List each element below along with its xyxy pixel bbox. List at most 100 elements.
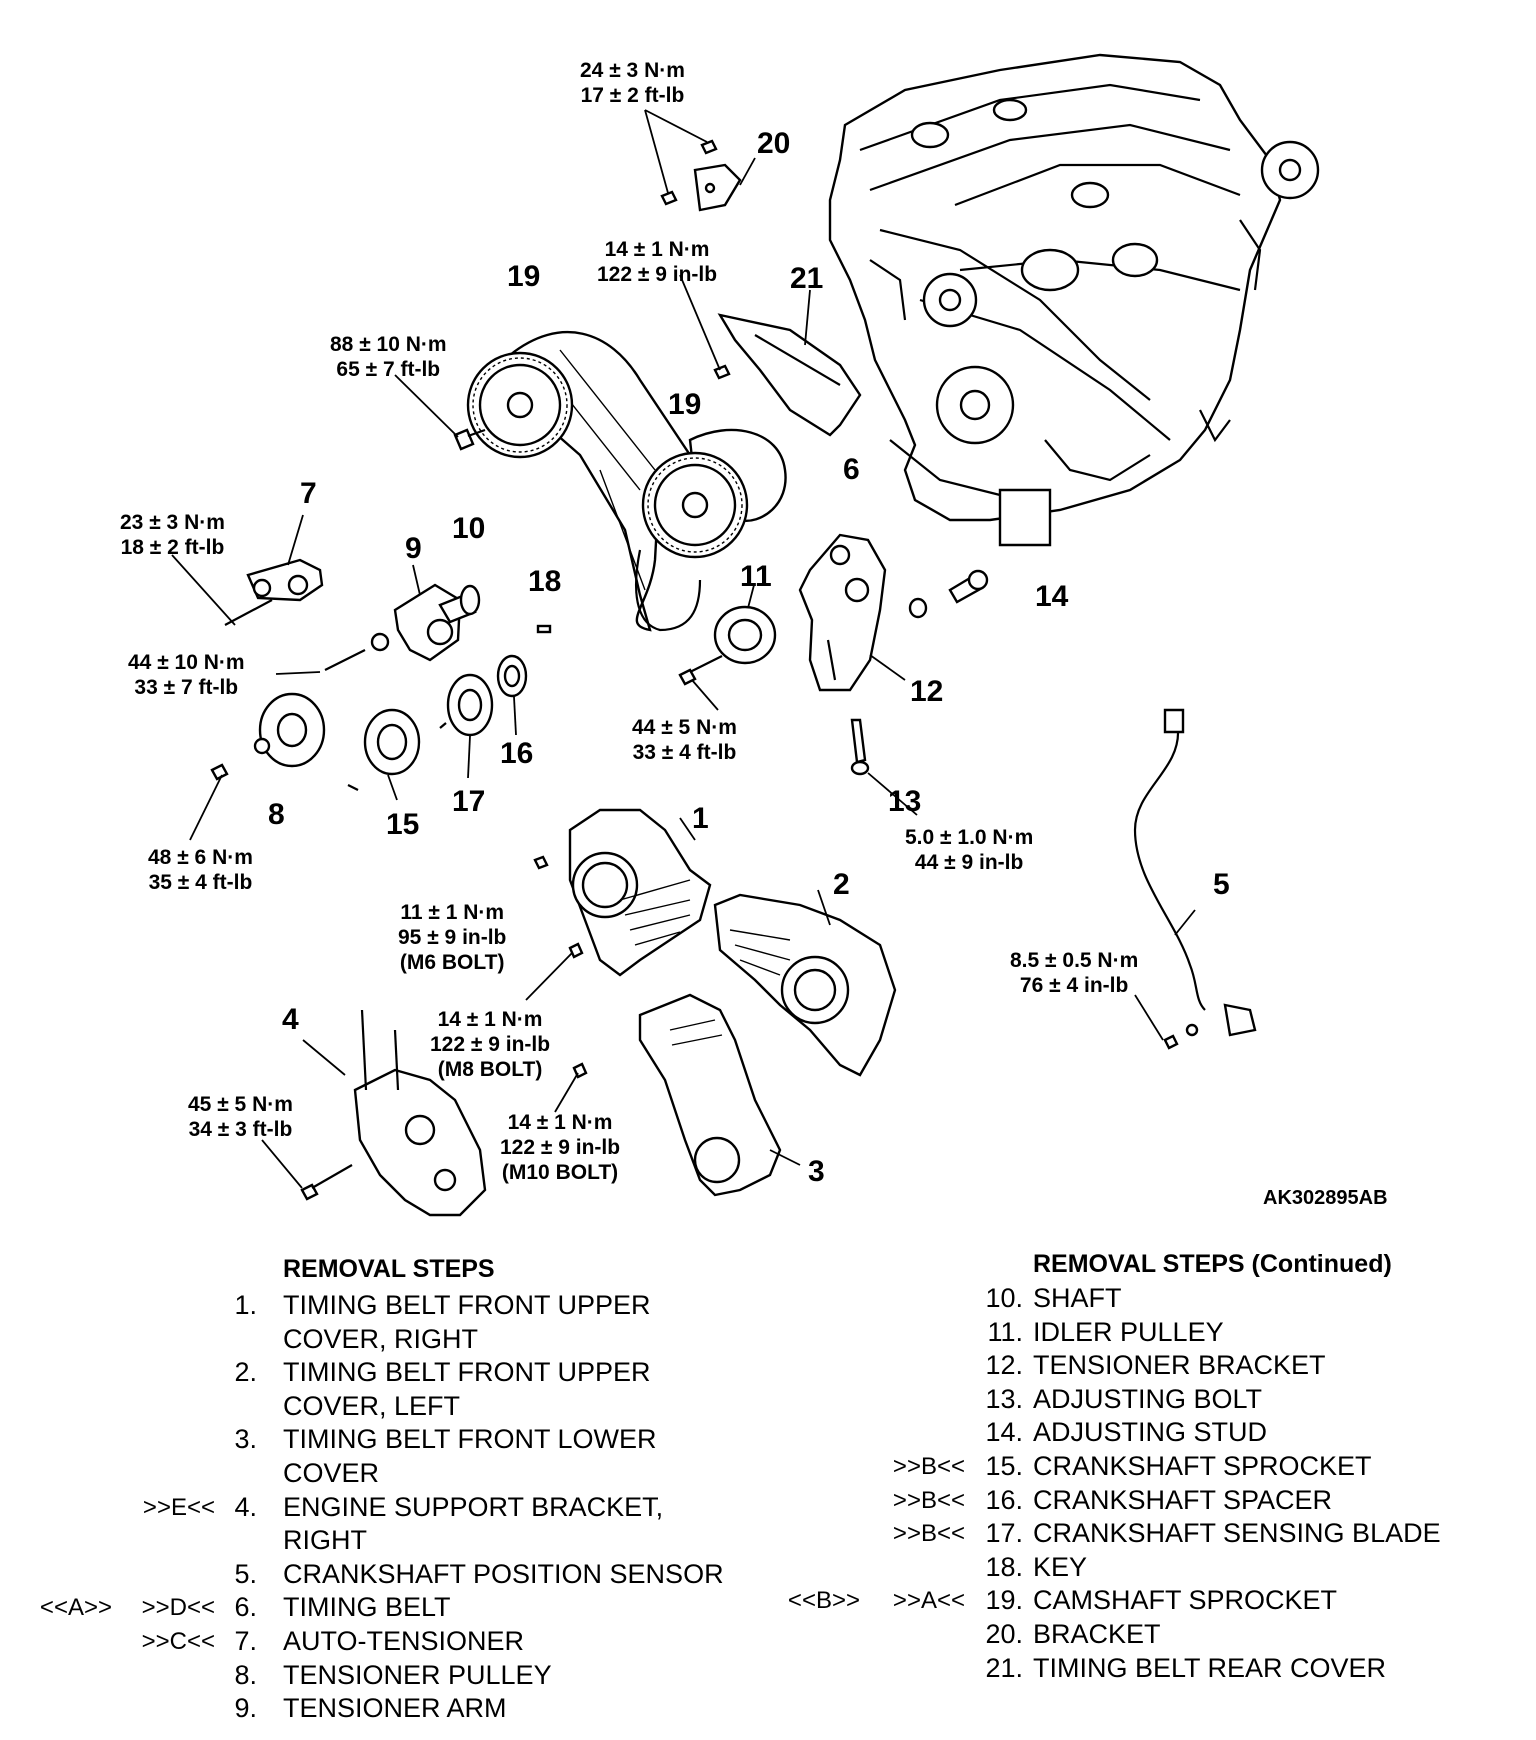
step-text: COVER xyxy=(283,1457,380,1488)
step-number: 20. xyxy=(985,1618,1023,1649)
step-text: COVER, RIGHT xyxy=(283,1323,479,1354)
engine-block xyxy=(828,53,1320,547)
step-text: TENSIONER PULLEY xyxy=(283,1659,552,1690)
figure-code: AK302895AB xyxy=(1263,1187,1388,1209)
step-row: 5.CRANKSHAFT POSITION SENSOR xyxy=(0,1558,760,1592)
step-marker-b: >>A<< xyxy=(892,1587,965,1615)
callout-4: 4 xyxy=(282,1003,299,1036)
callout-6: 6 xyxy=(843,453,860,486)
callout-1: 1 xyxy=(692,802,709,835)
step-number: 16. xyxy=(985,1484,1023,1515)
step-number: 17. xyxy=(985,1518,1023,1549)
step-row: >>B<<15.CRANKSHAFT SPROCKET xyxy=(760,1450,1536,1484)
step-number: 13. xyxy=(985,1383,1023,1414)
step-number: 14. xyxy=(985,1417,1023,1448)
crankshaft-sensing-blade xyxy=(439,673,494,779)
step-text: CAMSHAFT SPROCKET xyxy=(1033,1585,1338,1616)
step-row: >>B<< 17. CRANKSHAFT SENSING BLADE xyxy=(760,1517,1536,1551)
step-number: 10. xyxy=(985,1283,1023,1313)
camshaft-sprocket-left xyxy=(466,351,574,459)
step-text: AUTO-TENSIONER xyxy=(283,1625,525,1656)
step-number: 21. xyxy=(985,1652,1023,1683)
step-number: 11. xyxy=(987,1316,1023,1347)
step-row: 1. TIMING BELT FRONT UPPER xyxy=(0,1289,760,1323)
step-row: 14. ADJUSTING STUD xyxy=(760,1416,1536,1450)
idler-pulley xyxy=(678,584,777,686)
step-row: 8.TENSIONER PULLEY xyxy=(0,1659,760,1693)
tensioner-arm-bolt xyxy=(275,671,321,675)
step-number: 9. xyxy=(234,1693,257,1724)
callout-7: 7 xyxy=(300,477,317,510)
callout-5: 5 xyxy=(1213,868,1230,901)
step-number: 1. xyxy=(234,1290,257,1320)
step-marker-b: >>B<< xyxy=(892,1452,965,1480)
step-text: TENSIONER ARM xyxy=(283,1693,507,1724)
step-number: 6. xyxy=(234,1592,257,1623)
step-text: KEY xyxy=(1033,1551,1088,1582)
callout-14: 14 xyxy=(1035,580,1069,613)
step-text: TIMING BELT FRONT UPPER xyxy=(283,1357,651,1388)
step-row: 11. IDLER PULLEY xyxy=(760,1316,1536,1350)
step-row: RIGHT xyxy=(0,1524,760,1558)
key xyxy=(536,624,552,634)
tensioner-bracket xyxy=(798,533,906,692)
step-text: ENGINE SUPPORT BRACKET, xyxy=(283,1491,664,1522)
front-lower-cover xyxy=(554,993,801,1197)
step-row: <<B>> >>A<< 19. CAMSHAFT SPROCKET xyxy=(760,1584,1536,1618)
auto-tensioner xyxy=(171,514,324,626)
step-row: 13.ADJUSTING BOLT xyxy=(760,1383,1536,1417)
bracket-20 xyxy=(644,109,756,212)
camshaft-sprocket-right xyxy=(641,451,749,559)
step-number: 2. xyxy=(234,1357,257,1388)
step-row: COVER, RIGHT xyxy=(0,1323,760,1357)
callout-15: 15 xyxy=(386,808,420,841)
front-upper-cover-right xyxy=(533,808,712,977)
step-row: COVER xyxy=(0,1457,760,1491)
step-row: COVER, LEFT xyxy=(0,1390,760,1424)
step-text: RIGHT xyxy=(283,1525,367,1556)
shaft xyxy=(438,584,481,624)
step-text: ADJUSTING STUD xyxy=(1033,1417,1268,1448)
idler-bolt-leader xyxy=(691,679,719,711)
callout-10: 10 xyxy=(452,512,486,545)
step-row: <<A>>>>D<<6.TIMING BELT xyxy=(0,1591,760,1625)
callout-19-right: 19 xyxy=(668,388,702,421)
step-text: TIMING BELT FRONT UPPER xyxy=(283,1290,651,1320)
callout-17: 17 xyxy=(452,785,486,818)
callout-12: 12 xyxy=(910,675,944,708)
callout-9: 9 xyxy=(405,532,422,565)
step-text: COVER, LEFT xyxy=(283,1390,461,1421)
step-text: CRANKSHAFT SENSING BLADE xyxy=(1033,1518,1441,1549)
step-text: BRACKET xyxy=(1033,1618,1161,1649)
step-number: 19. xyxy=(985,1585,1023,1616)
step-text: TIMING BELT REAR COVER xyxy=(1033,1652,1387,1683)
callout-16: 16 xyxy=(500,737,534,770)
step-row: 3.TIMING BELT FRONT LOWER xyxy=(0,1423,760,1457)
callout-21: 21 xyxy=(790,262,824,295)
step-number: 4. xyxy=(234,1491,257,1522)
step-marker-b: >>C<< xyxy=(141,1627,215,1655)
step-text: CRANKSHAFT SPACER xyxy=(1033,1484,1333,1515)
step-marker-b: >>B<< xyxy=(892,1520,965,1548)
step-text: IDLER PULLEY xyxy=(1033,1316,1224,1347)
step-row: 9. TENSIONER ARM xyxy=(0,1692,760,1726)
step-row: >>E<<4.ENGINE SUPPORT BRACKET, xyxy=(0,1491,760,1525)
removal-steps-heading: REMOVAL STEPS xyxy=(283,1255,495,1283)
step-number: 3. xyxy=(234,1424,257,1455)
step-row: >>B<<16.CRANKSHAFT SPACER xyxy=(760,1484,1536,1518)
step-marker-a: <<B>> xyxy=(787,1587,860,1615)
step-text: TENSIONER BRACKET xyxy=(1033,1350,1326,1381)
step-number: 7. xyxy=(234,1625,257,1656)
adjusting-stud xyxy=(908,569,989,619)
